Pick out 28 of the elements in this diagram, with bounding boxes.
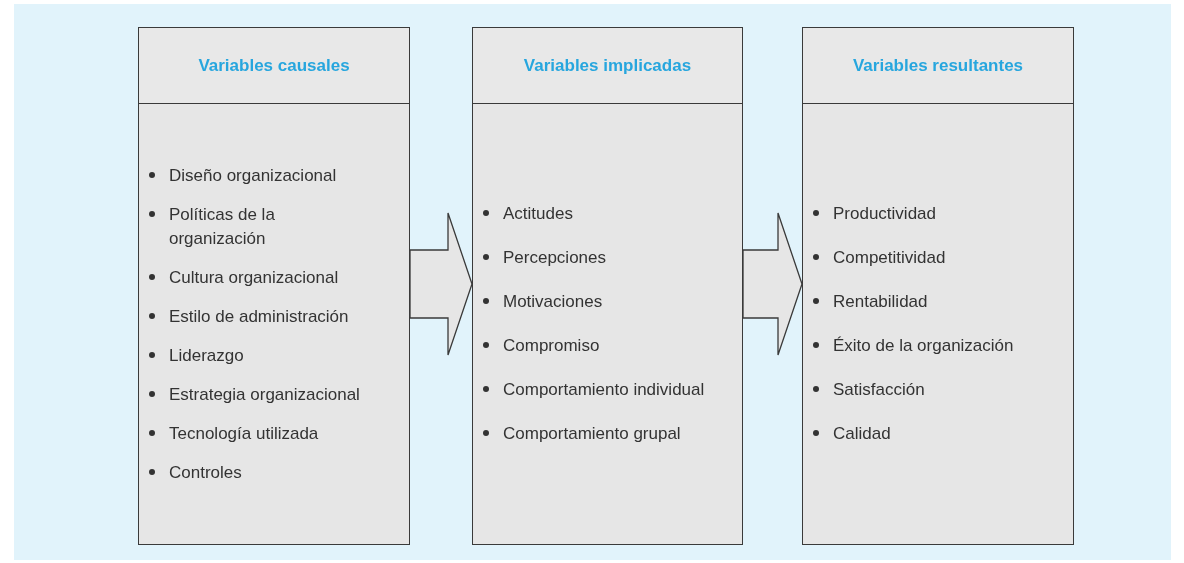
list-item: Comportamiento grupal: [503, 423, 681, 445]
list-item: Productividad: [833, 203, 936, 225]
column-heading: Variables resultantes: [852, 55, 1024, 76]
column-box: [472, 27, 743, 545]
list-item: Satisfacción: [833, 379, 925, 401]
list-item: Percepciones: [503, 247, 606, 269]
list-item: Políticas de la organización: [169, 203, 276, 250]
list-item: Calidad: [833, 423, 891, 445]
column-box: [802, 27, 1074, 545]
list-item: Actitudes: [503, 203, 573, 225]
list-item: Motivaciones: [503, 291, 603, 313]
list-item: Compromiso: [503, 335, 600, 357]
list-item: Competitividad: [833, 247, 946, 269]
column-heading: Variables implicadas: [523, 55, 692, 76]
list-item: Tecnología utilizada: [169, 422, 319, 445]
block-arrow: [742, 212, 803, 356]
list-item: Controles: [169, 461, 242, 484]
column-heading: Variables causales: [198, 55, 350, 76]
list-item: Éxito de la organización: [833, 335, 1014, 357]
list-item: Diseño organizacional: [169, 164, 337, 187]
list-item: Rentabilidad: [833, 291, 928, 313]
list-item: Liderazgo: [169, 344, 244, 367]
list-item: Estrategia organizacional: [169, 383, 360, 406]
list-item: Comportamiento individual: [503, 379, 705, 401]
block-arrow: [409, 212, 473, 356]
list-item: Estilo de administración: [169, 305, 349, 328]
list-item: Cultura organizacional: [169, 266, 339, 289]
column-box: [138, 27, 410, 545]
